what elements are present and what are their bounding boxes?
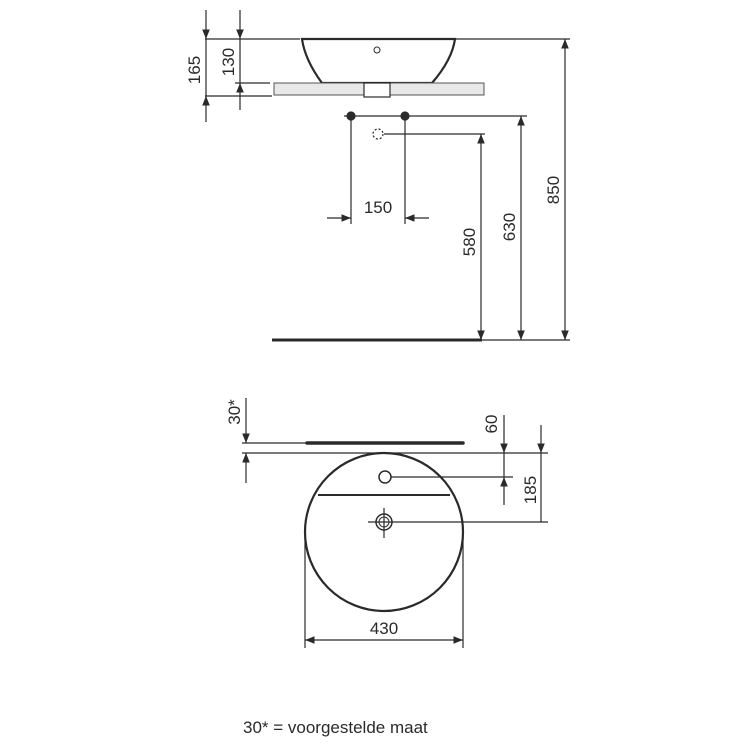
dim-165: 165 xyxy=(185,56,204,84)
dim-630: 630 xyxy=(500,213,519,241)
dim-430: 430 xyxy=(370,619,398,638)
overflow-hole xyxy=(373,46,381,54)
waste-point xyxy=(372,128,384,140)
dim-150: 150 xyxy=(364,198,392,217)
dim-580: 580 xyxy=(460,228,479,256)
dim-850: 850 xyxy=(544,176,563,204)
dim-60: 60 xyxy=(482,415,501,434)
footnote: 30* = voorgestelde maat xyxy=(243,718,428,737)
tap-hole xyxy=(378,470,392,484)
side-view xyxy=(202,10,570,342)
waste-outlet xyxy=(363,82,391,98)
dim-130: 130 xyxy=(219,48,238,76)
basin-profile xyxy=(300,37,457,85)
dim-30-star: 30* xyxy=(225,399,244,425)
top-view xyxy=(242,398,548,648)
dim-185: 185 xyxy=(521,476,540,504)
